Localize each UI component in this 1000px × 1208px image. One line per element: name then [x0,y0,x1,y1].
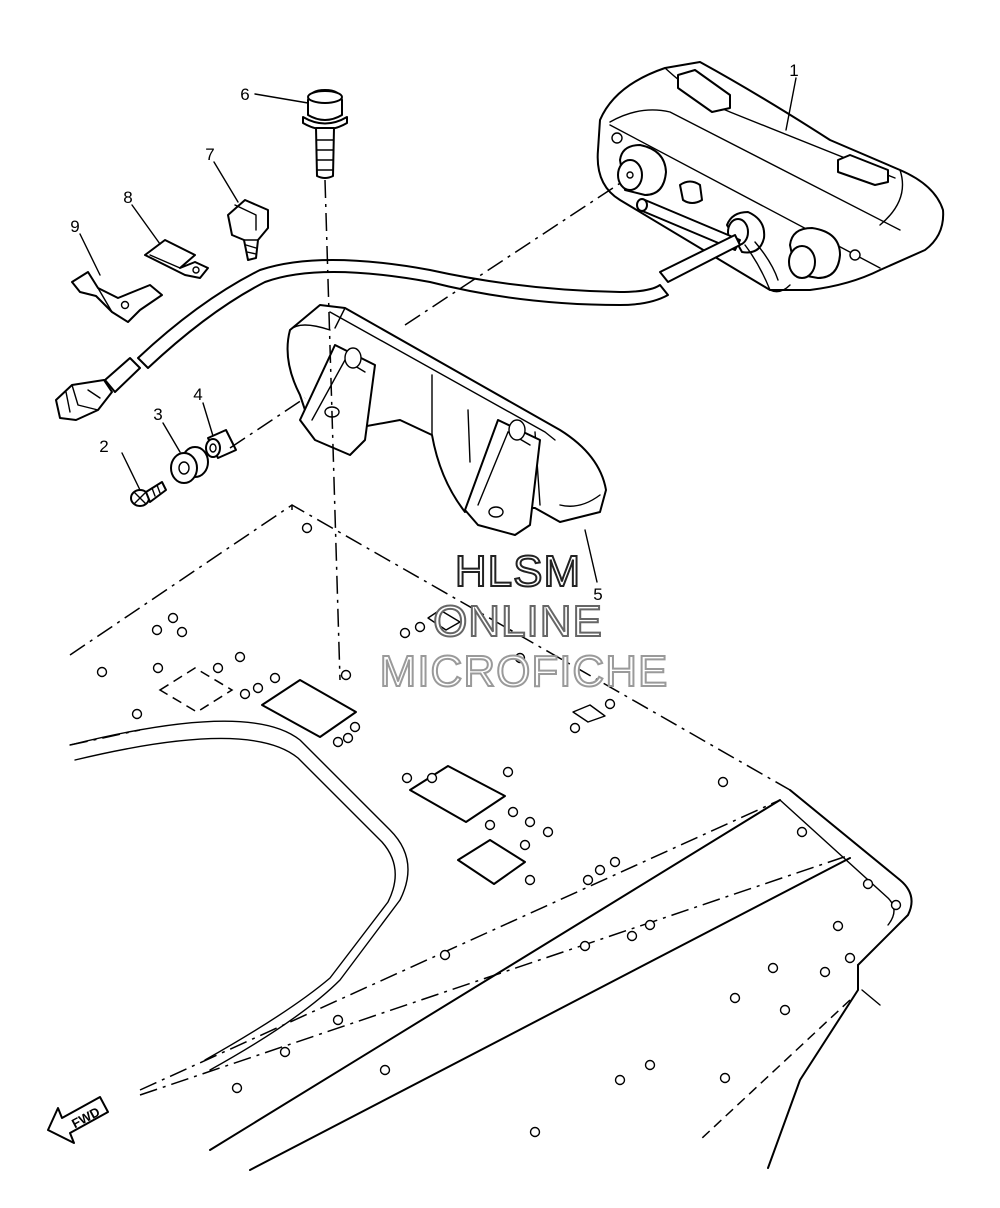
watermark-line-3: MICROFICHE [380,647,669,696]
callout-9: 9 [70,217,79,236]
hull-deck [69,504,913,1171]
assembly-center-lines [229,179,626,681]
fwd-arrow-icon: FWD [47,1096,109,1144]
callout-3: 3 [153,405,162,424]
callout-1: 1 [789,61,798,80]
screw-2 [130,481,167,507]
watermark: HLSM ONLINE MICROFICHE [379,546,669,697]
clip-8 [144,239,209,279]
bolt-6 [302,89,348,179]
callout-6: 6 [240,85,249,104]
collar-4 [205,429,237,459]
callout-labels: 1 2 3 4 5 6 7 8 9 [70,61,798,604]
fwd-label: FWD [69,1104,102,1131]
callout-2: 2 [99,437,108,456]
bracket-9 [71,271,163,323]
callout-leaders [79,77,797,583]
watermark-line-1: HLSM [455,547,581,596]
mount-bracket-5 [286,304,607,536]
clip-7 [227,199,269,261]
callout-7: 7 [205,145,214,164]
callout-8: 8 [123,188,132,207]
watermark-line-2: ONLINE [433,597,603,646]
callout-4: 4 [193,385,202,404]
grommet-3 [170,446,209,484]
callout-5: 5 [593,585,602,604]
rivet-holes [96,522,902,1138]
harness-cable [55,259,669,421]
tail-light-1 [596,61,945,293]
